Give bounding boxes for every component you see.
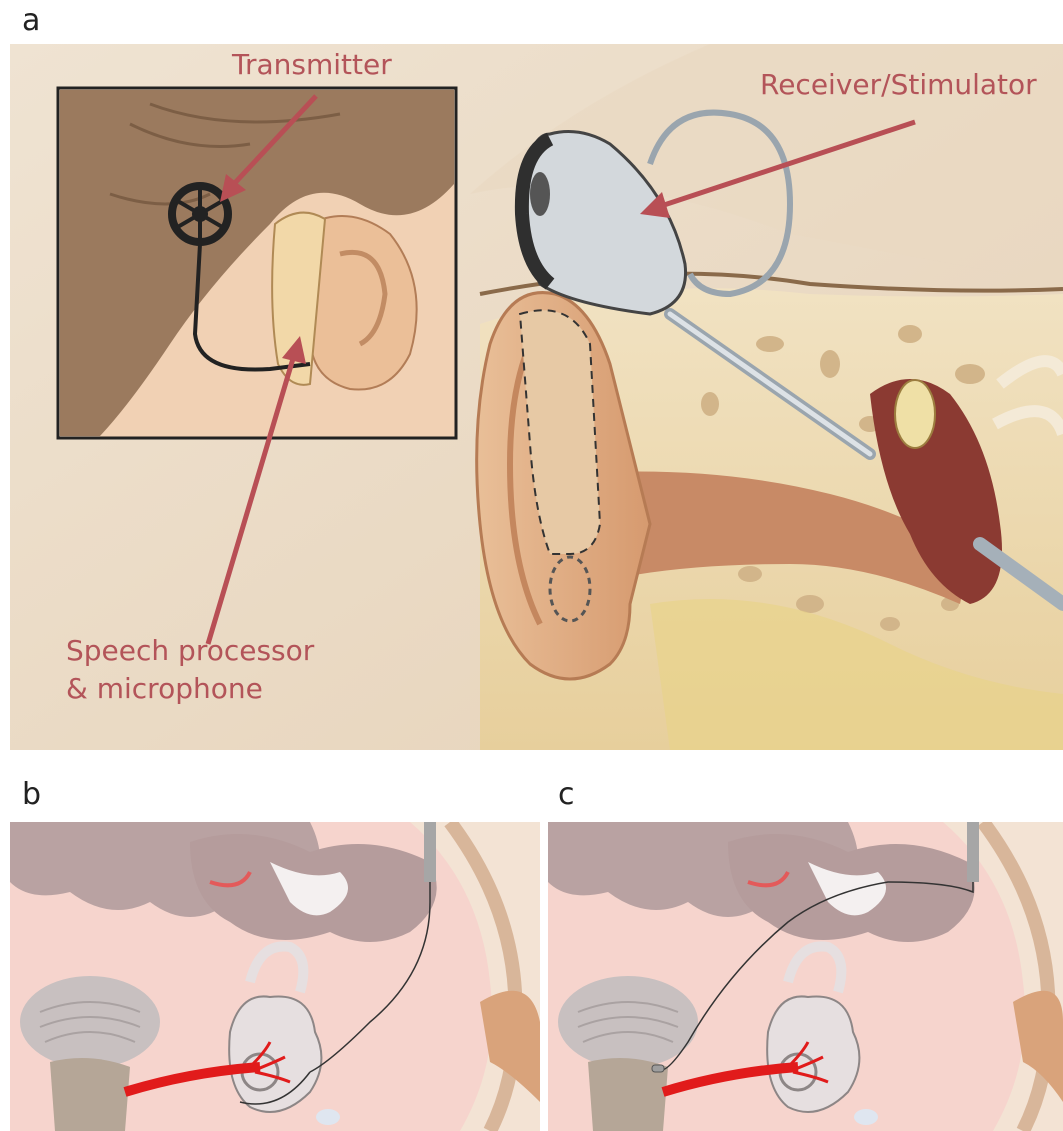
brainstem-electrode-paddle [652,1065,664,1072]
implant-body-c [967,822,979,882]
panel-b-letter: b [22,780,41,810]
panel-c-illustration [548,822,1063,1131]
cochlear-implant-cross-section-b [10,822,540,1131]
receiver-magnet [530,172,550,216]
auditory-brainstem-implant-cross-section-c [548,822,1063,1131]
panel-a-letter: a [22,6,40,36]
speech-processor-label-line1: Speech processor [66,634,314,668]
brainstem [50,1058,130,1131]
cerebellum [20,976,160,1068]
implant-body-b [424,822,436,882]
transmitter-label: Transmitter [232,48,392,82]
inner-ear [229,996,321,1112]
receiver-stimulator-label: Receiver/Stimulator [760,68,1037,102]
panel-c-letter: c [558,780,575,810]
eardrum-b [316,1109,340,1125]
eardrum-c [854,1109,878,1125]
panel-b-illustration [10,822,540,1131]
inset-head-view [58,88,456,438]
inner-ear-c [767,996,859,1112]
ossicles [895,380,935,448]
cerebellum-c [558,976,698,1068]
speech-processor-label-line2: & microphone [66,672,263,706]
